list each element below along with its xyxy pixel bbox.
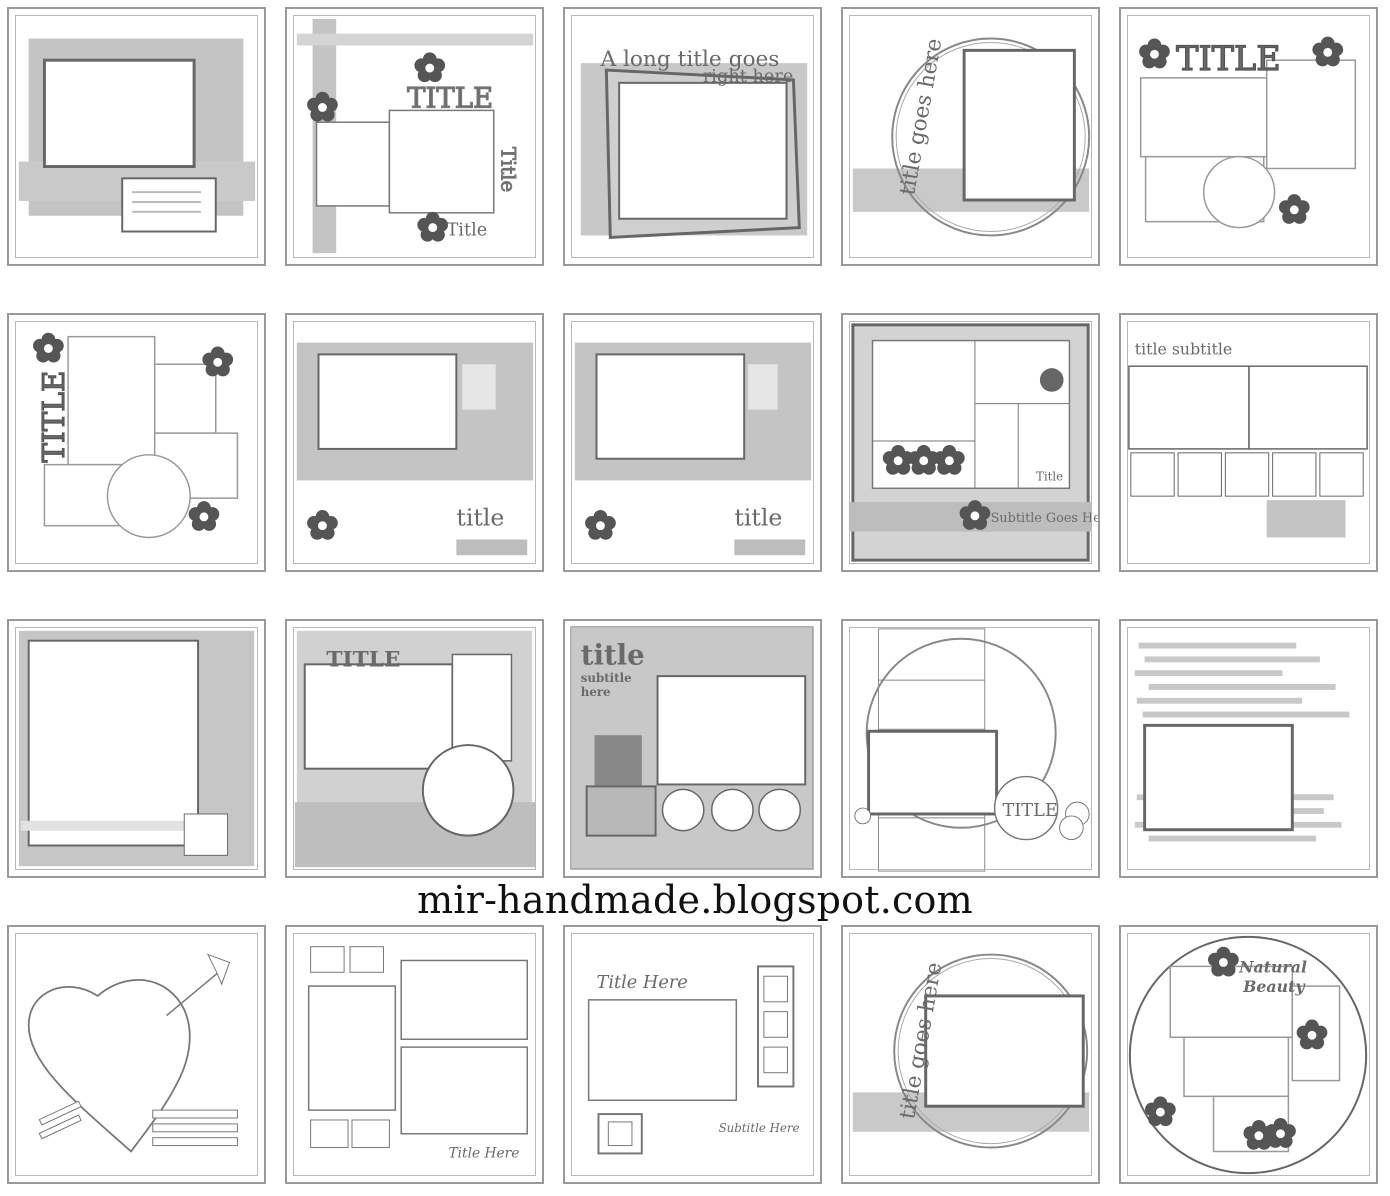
sketch-20-line1: Natural bbox=[1238, 957, 1307, 976]
sketch-2-title-small: Title bbox=[446, 220, 487, 240]
sketch-3-drawing: A long title goes right here bbox=[580, 47, 808, 239]
sketch-6-title: TITLE bbox=[37, 370, 71, 462]
sketch-tile-3[interactable]: A long title goes right here bbox=[563, 7, 822, 266]
sketch-15-drawing bbox=[1134, 642, 1350, 842]
sketch-16-drawing bbox=[27, 953, 238, 1153]
sketch-7-title: title bbox=[456, 504, 504, 532]
sketch-3-line2: right here bbox=[703, 67, 794, 87]
sketch-tile-20[interactable]: Natural Beauty bbox=[1119, 925, 1378, 1184]
sketch-14-drawing: TITLE bbox=[854, 628, 1090, 872]
sketch-9-small: Title bbox=[1036, 469, 1063, 483]
sketch-8-title: title bbox=[734, 504, 782, 532]
sketch-2-title-vertical: Title bbox=[497, 147, 520, 192]
sketch-tile-9[interactable]: Subtitle Goes Here Title bbox=[841, 313, 1100, 572]
sketch-tile-19[interactable]: title goes here bbox=[841, 925, 1100, 1184]
sketch-5-title: TITLE bbox=[1176, 39, 1281, 78]
sketch-10-drawing: title subtitle bbox=[1128, 339, 1368, 538]
sketch-tile-12[interactable]: TITLE bbox=[285, 619, 544, 878]
sketch-13-drawing: title subtitle here bbox=[570, 626, 814, 870]
sketch-18-title: Title Here bbox=[597, 973, 688, 993]
sketch-11-drawing bbox=[18, 630, 255, 867]
sketch-12-drawing: TITLE bbox=[294, 630, 536, 868]
sketch-13-title: title bbox=[581, 639, 645, 671]
sketch-tile-1[interactable] bbox=[7, 7, 266, 266]
sketch-2-drawing: TITLE Title Title bbox=[296, 18, 534, 254]
sketch-6-drawing: TITLE bbox=[33, 332, 239, 539]
sketch-3-line1: A long title goes bbox=[599, 47, 779, 72]
watermark-text: mir-handmade.blogspot.com bbox=[417, 878, 973, 922]
sketch-tile-18[interactable]: Title Here Subtitle Here bbox=[563, 925, 822, 1184]
sketch-20-line2: Beauty bbox=[1242, 977, 1306, 996]
sketch-13-sub2: here bbox=[581, 685, 611, 699]
sketch-tile-8[interactable]: title bbox=[563, 313, 822, 572]
sketch-tile-7[interactable]: title bbox=[285, 313, 544, 572]
sketch-17-small: Title Here bbox=[448, 1145, 519, 1161]
sketch-4-drawing: title goes here bbox=[852, 37, 1091, 237]
sketch-tile-13[interactable]: title subtitle here bbox=[563, 619, 822, 878]
sketch-19-drawing: title goes here bbox=[852, 953, 1090, 1149]
sketch-tile-16[interactable] bbox=[7, 925, 266, 1184]
sketch-9-drawing: Subtitle Goes Here Title bbox=[848, 323, 1098, 562]
sketch-20-drawing: Natural Beauty bbox=[1128, 935, 1368, 1175]
sketch-7-drawing: title bbox=[296, 342, 534, 556]
sketch-18-small: Subtitle Here bbox=[719, 1121, 800, 1135]
sketch-tile-15[interactable] bbox=[1119, 619, 1378, 878]
sketch-tile-17[interactable]: Title Here bbox=[285, 925, 544, 1184]
sketch-8-drawing: title bbox=[574, 342, 812, 556]
sketch-13-sub1: subtitle bbox=[581, 671, 632, 685]
sketch-tile-11[interactable] bbox=[7, 619, 266, 878]
sketch-17-drawing: Title Here bbox=[307, 946, 528, 1161]
sketch-1-drawing bbox=[18, 38, 256, 233]
sketch-18-drawing: Title Here Subtitle Here bbox=[587, 965, 800, 1155]
sketch-tile-6[interactable]: TITLE bbox=[7, 313, 266, 572]
sketch-12-title: TITLE bbox=[326, 647, 400, 672]
sketch-tile-5[interactable]: TITLE bbox=[1119, 7, 1378, 266]
sketch-5-drawing: TITLE bbox=[1139, 36, 1357, 229]
sketch-2-title: TITLE bbox=[407, 82, 493, 114]
sketch-9-subtitle: Subtitle Goes Here bbox=[991, 511, 1098, 526]
sketch-tile-14[interactable]: TITLE bbox=[841, 619, 1100, 878]
sketch-tile-10[interactable]: title subtitle bbox=[1119, 313, 1378, 572]
sketch-tile-4[interactable]: title goes here bbox=[841, 7, 1100, 266]
sketch-10-title: title subtitle bbox=[1135, 339, 1232, 358]
sketch-14-title: TITLE bbox=[1002, 801, 1057, 821]
sketch-tile-2[interactable]: TITLE Title Title bbox=[285, 7, 544, 266]
